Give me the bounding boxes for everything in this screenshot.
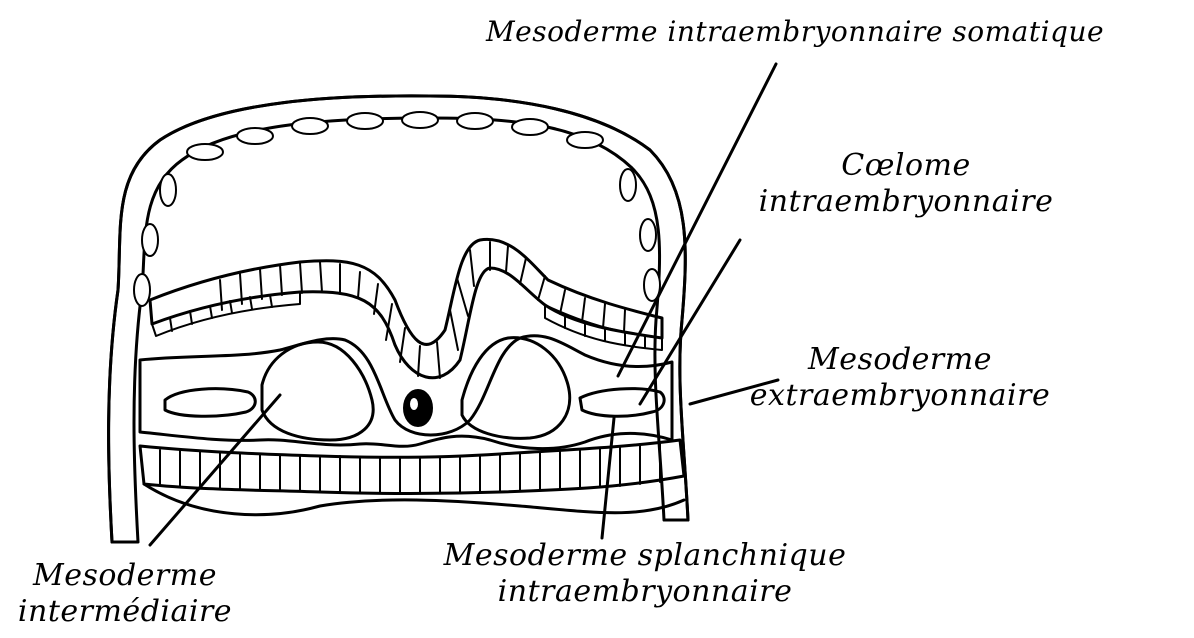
label-extraembryonic-mesoderm: Mesoderme extraembryonnaire [730, 342, 1070, 414]
label-inter-line1: Mesoderme [0, 558, 250, 594]
label-splanch-line1: Mesoderme splanchnique [425, 538, 865, 574]
label-intermediate-mesoderm: Mesoderme intermédiaire [0, 558, 250, 630]
notochord [404, 390, 432, 426]
label-coelome: Cœlome intraembryonnaire [736, 148, 1076, 220]
label-splanchnic-mesoderm: Mesoderme splanchnique intraembryonnaire [425, 538, 865, 610]
label-splanch-line2: intraembryonnaire [425, 574, 865, 610]
label-somatic-mesoderm: Mesoderme intraembryonnaire somatique [486, 14, 1104, 50]
leader-somatic [618, 64, 776, 376]
label-coelome-line1: Cœlome [736, 148, 1076, 184]
outer-body-wall [109, 96, 688, 542]
amnion-cells [134, 112, 660, 306]
label-coelome-line2: intraembryonnaire [736, 184, 1076, 220]
label-extra-line2: extraembryonnaire [730, 378, 1070, 414]
endoderm-layer [140, 440, 684, 515]
label-inter-line2: intermédiaire [0, 594, 250, 630]
neural-plate [150, 239, 662, 378]
label-extra-line1: Mesoderme [730, 342, 1070, 378]
